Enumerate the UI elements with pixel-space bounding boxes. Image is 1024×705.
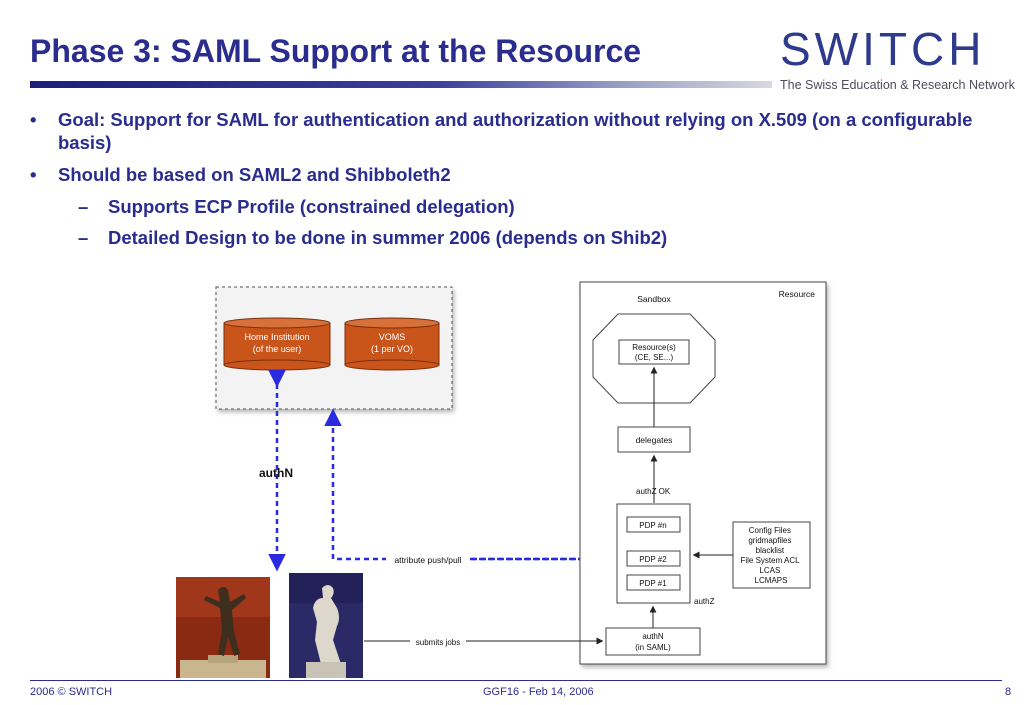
switch-logo: SWITCH The Swiss Education & Research Ne…	[780, 22, 1015, 92]
footer-rule	[30, 680, 1002, 681]
voms-sublabel: (1 per VO)	[371, 344, 413, 354]
voms-cylinder: VOMS (1 per VO)	[344, 317, 440, 371]
dash-icon: –	[78, 196, 89, 217]
delegates-label: delegates	[636, 435, 673, 445]
pdp-stack-box: PDP #n PDP #2 PDP #1	[616, 503, 691, 604]
slide-title: Phase 3: SAML Support at the Resource	[30, 33, 642, 69]
authn-saml-label: authN	[642, 632, 664, 641]
pdp-n-label: PDP #n	[639, 521, 666, 530]
config-line: gridmapfiles	[748, 536, 791, 545]
resource-title: Resource	[779, 289, 816, 299]
footer-copyright: 2006 © SWITCH	[30, 686, 113, 698]
config-line: LCMAPS	[755, 576, 788, 585]
voms-label: VOMS	[379, 332, 406, 342]
pdp-1-label: PDP #1	[639, 579, 667, 588]
authz-label: authZ	[694, 597, 715, 606]
config-line: LCAS	[759, 566, 780, 575]
config-files-box: Config Files gridmapfiles blacklist File…	[732, 521, 811, 589]
sub-bullet-text: Detailed Design to be done in summer 200…	[108, 227, 668, 248]
statue-photo-marble	[289, 573, 363, 678]
bullet-saml2: • Should be based on SAML2 and Shibbolet…	[30, 163, 990, 186]
authn-arrow-label: authN	[259, 466, 293, 480]
home-institution-cylinder: Home Institution (of the user)	[223, 317, 331, 371]
bullet-text: Should be based on SAML2 and Shibboleth2	[58, 164, 451, 185]
bullet-dot-icon: •	[30, 164, 37, 185]
sandbox-octagon: Sandbox Resource(s) (CE, SE...)	[592, 294, 716, 404]
bullet-goal: • Goal: Support for SAML for authenticat…	[30, 108, 990, 154]
home-institution-sublabel: (of the user)	[253, 344, 302, 354]
statue-photo-bronze	[176, 577, 270, 678]
authn-saml-box: authN (in SAML)	[605, 627, 701, 656]
config-line: Config Files	[749, 526, 791, 535]
home-institution-label: Home Institution	[244, 332, 309, 342]
attribute-label-bg	[386, 553, 470, 566]
sandbox-title: Sandbox	[637, 294, 671, 304]
resources-label: Resource(s)	[632, 343, 676, 352]
attribute-arrow	[324, 408, 616, 568]
svg-text:Config Files gridmapfile: Config Files gridmapfiles blacklist File…	[740, 526, 801, 585]
dash-icon: –	[78, 227, 89, 248]
submits-jobs-label: submits jobs	[416, 638, 460, 647]
footer-event: GGF16 - Feb 14, 2006	[483, 686, 594, 698]
bullet-list: • Goal: Support for SAML for authenticat…	[30, 108, 990, 257]
title-underline	[30, 81, 772, 88]
sub-bullet-ecp: – Supports ECP Profile (constrained dele…	[30, 195, 990, 218]
config-line: File System ACL	[740, 556, 800, 565]
resources-sublabel: (CE, SE...)	[635, 353, 674, 362]
attribute-arrow-label: attribute push/pull	[394, 555, 461, 565]
sub-bullet-text: Supports ECP Profile (constrained delega…	[108, 196, 515, 217]
logo-wordmark: SWITCH	[780, 23, 986, 75]
submits-label-bg	[410, 635, 466, 647]
pdp-2-label: PDP #2	[639, 555, 667, 564]
authz-ok-label: authZ OK	[636, 487, 671, 496]
footer-page-number: 8	[1005, 686, 1012, 698]
bullet-dot-icon: •	[30, 109, 37, 130]
logo-tagline: The Swiss Education & Research Network	[780, 78, 1015, 92]
bullet-text: Goal: Support for SAML for authenticatio…	[58, 109, 973, 153]
config-line: blacklist	[756, 546, 785, 555]
authn-saml-sublabel: (in SAML)	[635, 643, 671, 652]
sub-bullet-design: – Detailed Design to be done in summer 2…	[30, 226, 990, 249]
delegates-box: delegates	[617, 426, 691, 453]
